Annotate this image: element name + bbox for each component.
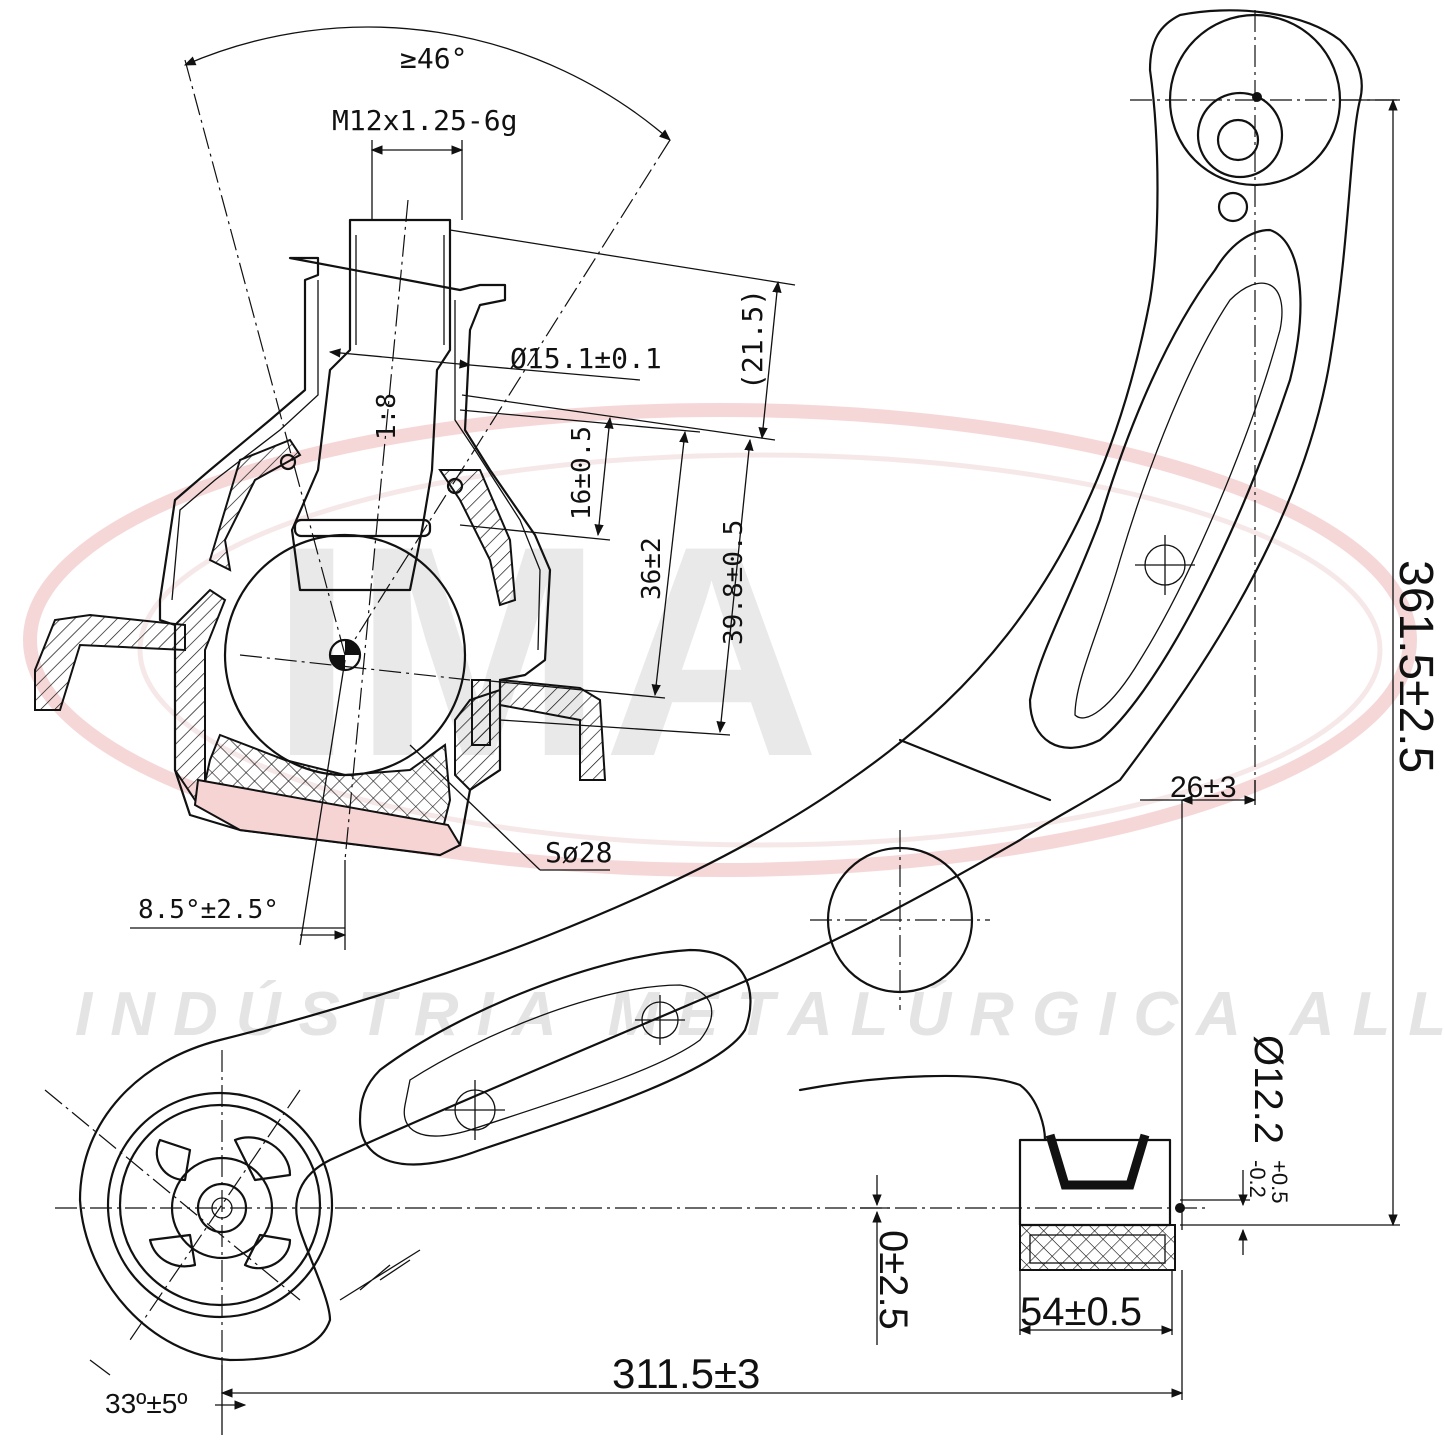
- upper-eye-inner: [1196, 91, 1284, 179]
- upper-eye-pin: [1217, 191, 1249, 223]
- upper-eye-core: [1216, 118, 1260, 162]
- dim-shank-diameter: Ø15.1±0.1: [510, 342, 662, 375]
- dim-bushing-bore: Ø12.2: [1246, 1035, 1290, 1144]
- dimension-labels: ≥46° M12x1.25-6g Ø15.1±0.1 1:8 (21.5) 16…: [105, 42, 1442, 1419]
- dim-thread-spec: M12x1.25-6g: [332, 104, 517, 137]
- housing-inner-wall-right: [454, 300, 541, 651]
- cone-right: [344, 139, 671, 656]
- bushing-void-4: [243, 1233, 292, 1270]
- dim-bushing-offset: 26±3: [1170, 771, 1237, 804]
- arm-slot-lower-inner: [403, 984, 713, 1137]
- stud-vertical: [299, 659, 346, 946]
- retainer-clip: [471, 679, 491, 746]
- bushing-void-3: [148, 1233, 197, 1268]
- dim-stud-height-a: 16±0.5: [567, 426, 597, 520]
- boot-right: [438, 469, 517, 607]
- dim-overall-height: 361.5±2.5: [1389, 560, 1442, 773]
- housing-outer: [158, 256, 552, 857]
- arm-slot-lower: [358, 948, 752, 1166]
- dim-overall-length: 311.5±3: [612, 1350, 760, 1397]
- stud-axis: [344, 199, 409, 861]
- dimension-lines: [89, 26, 1400, 1435]
- center-lines: [44, 10, 1400, 1380]
- control-arm: [44, 9, 1400, 1380]
- ball-horizontal-axis: [239, 654, 471, 681]
- dim-vertical-offset: 0±2.5: [871, 1230, 915, 1330]
- seal-ring-left: [279, 453, 297, 471]
- dim-bore-tol-upper: +0.5: [1267, 1160, 1292, 1203]
- seal-ring-right: [446, 477, 464, 495]
- dim-tilt-angle: 8.5°±2.5°: [138, 895, 279, 925]
- arm-outline: [78, 9, 1363, 1362]
- watermark-ring-inner: [137, 452, 1383, 848]
- arm-rib-lower: [339, 1249, 421, 1301]
- bottom-plate: [193, 778, 462, 857]
- dim-stud-height-b: 36±2: [637, 537, 667, 600]
- hole-markers: [445, 535, 1195, 1140]
- ball-joint-section: [34, 59, 671, 946]
- cone-left: [184, 59, 346, 656]
- dim-taper: 1:8: [372, 393, 402, 440]
- arm-slot-upper-inner: [1074, 282, 1283, 719]
- lower-eye-mid: [118, 1103, 322, 1307]
- rear-bushing-arm: [798, 1074, 1047, 1142]
- rear-bushing-rubber: [1045, 1133, 1150, 1190]
- watermark-company-text: INDÚSTRIA METALÚRGICA ALLI: [75, 980, 1445, 1049]
- lower-eye-outer: [106, 1091, 334, 1319]
- rear-bushing-inner: [1029, 1234, 1166, 1264]
- dim-stud-length: (21.5): [736, 289, 769, 390]
- dim-stud-height-c: 39.8±0.5: [719, 520, 749, 645]
- dim-bushing-width: 54±0.5: [1020, 1290, 1142, 1334]
- arm-rib: [898, 738, 1052, 802]
- housing-section-left: [174, 588, 227, 802]
- bushing-void-2: [155, 1138, 192, 1182]
- dim-ball-diameter: Sø28: [545, 836, 612, 869]
- watermark-ring: [23, 403, 1417, 877]
- dim-bushing-angle: 33º±5º: [105, 1388, 188, 1419]
- bushing-void-1: [233, 1136, 292, 1182]
- boot-left: [208, 438, 302, 572]
- arm-slot-upper: [1028, 228, 1302, 749]
- dim-ball-joint-angle: ≥46°: [400, 42, 467, 75]
- dim-bore-tol-lower: -0.2: [1245, 1160, 1270, 1198]
- housing-inner-wall-left: [171, 280, 319, 601]
- mount-plate-left: [34, 613, 186, 711]
